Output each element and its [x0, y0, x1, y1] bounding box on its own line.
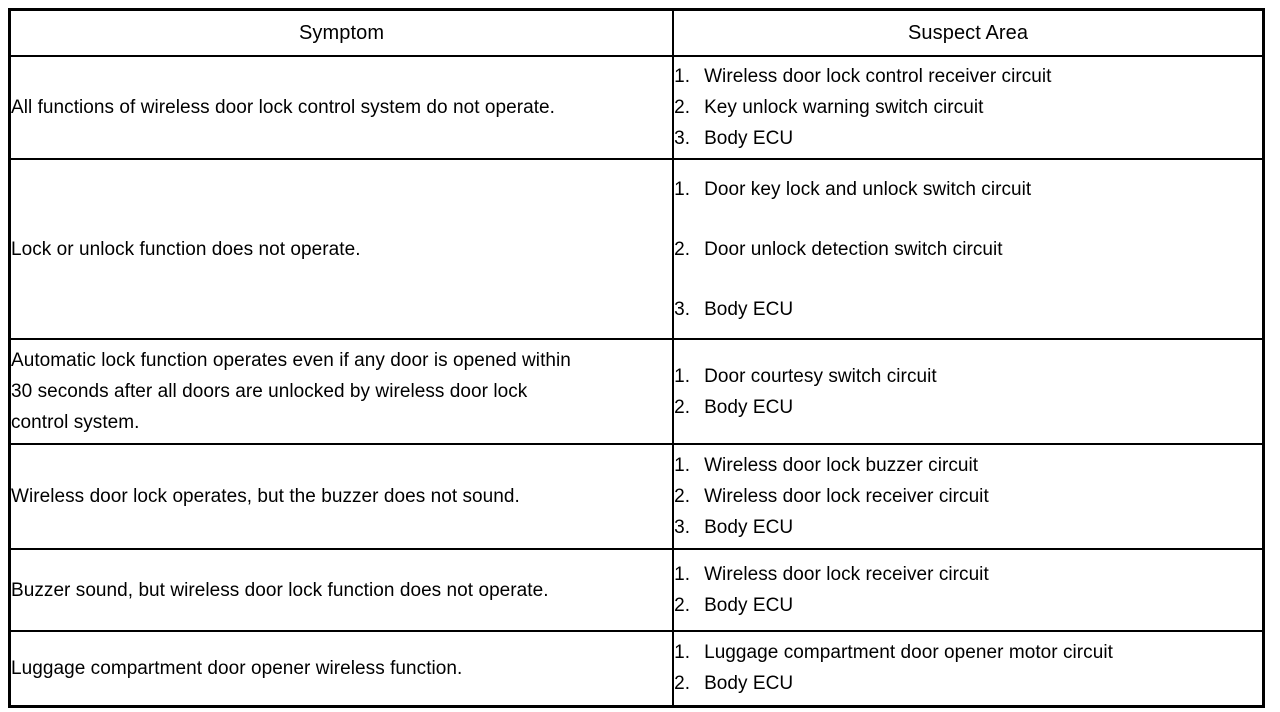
table-header-row: Symptom Suspect Area [8, 8, 1265, 57]
suspect-area-item: 1. Door key lock and unlock switch circui… [674, 174, 1262, 205]
suspect-area-item-label: Wireless door lock control receiver circ… [704, 66, 1052, 87]
suspect-area-item: 1. Wireless door lock buzzer circuit [674, 450, 1262, 481]
symptom-cell: Automatic lock function operates even if… [8, 338, 675, 445]
column-header-suspect-area: Suspect Area [672, 8, 1265, 57]
column-header-suspect-area-label: Suspect Area [907, 22, 1029, 44]
suspect-area-list: 1. Wireless door lock buzzer circuit 2. Wir… [674, 450, 1262, 543]
suspect-area-item-label: Luggage compartment door opener motor ci… [704, 642, 1113, 664]
suspect-area-cell: 1. Wireless door lock control receiver ci… [672, 55, 1265, 160]
suspect-area-item: 3. Body ECU [674, 294, 1262, 325]
suspect-area-cell: 1. Wireless door lock receiver circuit 2. B… [672, 548, 1265, 632]
suspect-area-item-number: 2. [674, 673, 691, 695]
column-header-symptom-label: Symptom [298, 22, 385, 44]
table-body: All functions of wireless door lock cont… [8, 55, 1265, 707]
suspect-area-item: 2. Door unlock detection switch circuit [674, 234, 1262, 265]
suspect-area-list: 1. Wireless door lock control receiver ci… [674, 61, 1262, 154]
suspect-area-item: 1. Luggage compartment door opener motor … [674, 637, 1262, 668]
suspect-area-item-label: Body ECU [704, 673, 794, 695]
suspect-area-item-label: Body ECU [704, 396, 794, 418]
suspect-area-cell: 1. Wireless door lock buzzer circuit 2. Wir… [672, 443, 1265, 550]
symptom-text: Wireless door lock operates, but the buz… [11, 486, 520, 507]
suspect-area-item-number: 3. [674, 128, 691, 149]
suspect-area-item-label: Wireless door lock receiver circuit [704, 564, 989, 585]
suspect-area-item: 2. Body ECU [674, 590, 1262, 621]
suspect-area-item-label: Wireless door lock receiver circuit [704, 486, 989, 507]
suspect-area-item-number: 1. [674, 564, 691, 585]
suspect-area-item-number: 1. [674, 455, 691, 476]
suspect-area-item-label: Body ECU [704, 128, 794, 149]
suspect-area-item-number: 3. [674, 517, 691, 538]
suspect-area-item: 1. Door courtesy switch circuit [674, 361, 1262, 392]
suspect-area-list: 1. Wireless door lock receiver circuit 2. B… [674, 559, 1262, 621]
suspect-area-item: 3. Body ECU [674, 123, 1262, 154]
suspect-area-item: 2. Wireless door lock receiver circuit [674, 481, 1262, 512]
table-row: Luggage compartment door opener wireless… [8, 630, 1265, 707]
suspect-area-list: 1. Door courtesy switch circuit 2. Body ECU [674, 361, 1262, 423]
suspect-area-item: 2. Body ECU [674, 392, 1262, 423]
table-row: Lock or unlock function does not operate… [8, 158, 1265, 340]
symptom-cell: Buzzer sound, but wireless door lock fun… [8, 548, 675, 632]
suspect-area-item: 2. Body ECU [674, 668, 1262, 699]
symptom-cell: Luggage compartment door opener wireless… [8, 630, 675, 707]
symptom-cell: Wireless door lock operates, but the buz… [8, 443, 675, 550]
suspect-area-item-number: 1. [674, 178, 691, 200]
suspect-area-item-number: 2. [674, 238, 691, 260]
symptom-text: All functions of wireless door lock cont… [11, 97, 556, 118]
symptom-suspect-area-table: Symptom Suspect Area All functions of wi… [8, 8, 1265, 708]
suspect-area-item-label: Body ECU [704, 298, 794, 320]
symptom-text: Automatic lock function operates even if… [11, 350, 571, 433]
table-row: Wireless door lock operates, but the buz… [8, 443, 1265, 550]
symptom-text: Buzzer sound, but wireless door lock fun… [11, 579, 549, 601]
suspect-area-item-label: Key unlock warning switch circuit [704, 97, 984, 118]
suspect-area-item-label: Door courtesy switch circuit [704, 365, 937, 387]
table-row: Buzzer sound, but wireless door lock fun… [8, 548, 1265, 632]
suspect-area-item-number: 2. [674, 396, 691, 418]
suspect-area-item: 2. Key unlock warning switch circuit [674, 92, 1262, 123]
suspect-area-cell: 1. Door courtesy switch circuit 2. Body ECU [672, 338, 1265, 445]
suspect-area-item: 3. Body ECU [674, 512, 1262, 543]
suspect-area-list: 1. Luggage compartment door opener motor … [674, 637, 1262, 699]
suspect-area-item-number: 2. [674, 595, 691, 616]
suspect-area-item-number: 1. [674, 365, 691, 387]
suspect-area-item-number: 2. [674, 97, 691, 118]
suspect-area-item-number: 1. [674, 642, 691, 664]
symptom-text: Lock or unlock function does not operate… [11, 238, 361, 260]
table-header: Symptom Suspect Area [8, 8, 1265, 57]
column-header-symptom: Symptom [8, 8, 675, 57]
table-row: Automatic lock function operates even if… [8, 338, 1265, 445]
suspect-area-item: 1. Wireless door lock control receiver ci… [674, 61, 1262, 92]
suspect-area-item-number: 3. [674, 298, 691, 320]
suspect-area-item-label: Body ECU [704, 595, 794, 616]
symptom-text: Luggage compartment door opener wireless… [11, 657, 463, 679]
suspect-area-item-label: Body ECU [704, 517, 794, 538]
symptom-cell: Lock or unlock function does not operate… [8, 158, 675, 340]
suspect-area-item-number: 1. [674, 66, 691, 87]
suspect-area-item-label: Wireless door lock buzzer circuit [704, 455, 979, 476]
suspect-area-list: 1. Door key lock and unlock switch circui… [674, 174, 1262, 325]
suspect-area-item: 1. Wireless door lock receiver circuit [674, 559, 1262, 590]
suspect-area-cell: 1. Luggage compartment door opener motor … [672, 630, 1265, 707]
table-row: All functions of wireless door lock cont… [8, 55, 1265, 160]
suspect-area-item-label: Door key lock and unlock switch circuit [704, 178, 1032, 200]
suspect-area-cell: 1. Door key lock and unlock switch circui… [672, 158, 1265, 340]
suspect-area-item-number: 2. [674, 486, 691, 507]
symptom-cell: All functions of wireless door lock cont… [8, 55, 675, 160]
suspect-area-item-label: Door unlock detection switch circuit [704, 238, 1003, 260]
